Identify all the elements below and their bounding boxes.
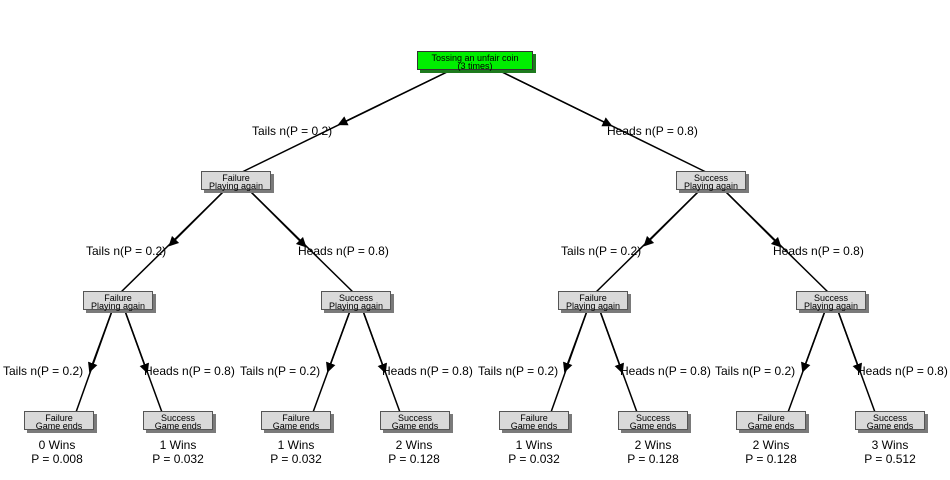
node-l2-success-a[interactable]: Success Playing again — [321, 291, 391, 311]
node-action: Playing again — [208, 181, 264, 191]
leaf-result-4: 2 Wins P = 0.128 — [369, 438, 459, 466]
edge-label-tails: Tails n(P = 0.2) — [715, 364, 796, 378]
node-status: Success — [635, 413, 670, 423]
node-l1-success[interactable]: Success Playing again — [676, 171, 746, 191]
wins-count: 0 Wins — [38, 438, 76, 452]
node-action: Game ends — [272, 421, 320, 431]
node-status: Success — [872, 413, 907, 423]
probability: P = 0.008 — [31, 452, 83, 466]
edge-label-tails: Tails n(P = 0.2) — [478, 364, 559, 378]
node-status: Failure — [579, 293, 607, 303]
probability: P = 0.512 — [864, 452, 916, 466]
node-l2-failure-b[interactable]: Failure Playing again — [558, 291, 628, 311]
probability: P = 0.128 — [388, 452, 440, 466]
edge-l1b-tails — [643, 190, 700, 247]
leaf-node-6[interactable]: Success Game ends — [618, 411, 688, 431]
edge-l2a-heads — [124, 310, 149, 374]
leaf-result-7: 2 Wins P = 0.128 — [726, 438, 816, 466]
edge-l1a-heads — [249, 190, 307, 248]
node-l2-success-b[interactable]: Success Playing again — [796, 291, 866, 311]
node-l2-failure-a[interactable]: Failure Playing again — [83, 291, 153, 311]
edge-label-heads: Heads n(P = 0.8) — [620, 364, 711, 378]
wins-count: 2 Wins — [634, 438, 672, 452]
leaf-node-5[interactable]: Failure Game ends — [499, 411, 569, 431]
node-status: Success — [338, 293, 373, 303]
edge-root-tails-arrow — [337, 71, 448, 126]
wins-count: 3 Wins — [871, 438, 909, 452]
edge-l1b-heads — [724, 190, 782, 248]
node-action: Playing again — [90, 301, 146, 311]
edge-label-heads: Heads n(P = 0.8) — [607, 124, 698, 138]
edge-label-tails: Tails n(P = 0.2) — [240, 364, 321, 378]
leaf-node-7[interactable]: Failure Game ends — [736, 411, 806, 431]
edge-label-heads: Heads n(P = 0.8) — [144, 364, 235, 378]
node-status: Success — [397, 413, 432, 423]
leaf-result-2: 1 Wins P = 0.032 — [133, 438, 223, 466]
node-status: Success — [813, 293, 848, 303]
wins-count: 1 Wins — [159, 438, 197, 452]
edge-l2d-heads — [837, 310, 862, 374]
node-status: Failure — [222, 173, 250, 183]
node-action: Playing again — [683, 181, 739, 191]
root-title: Tossing an unfair coin — [431, 53, 519, 63]
node-action: Game ends — [747, 421, 795, 431]
node-action: Game ends — [391, 421, 439, 431]
wins-count: 1 Wins — [515, 438, 553, 452]
leaf-result-6: 2 Wins P = 0.128 — [608, 438, 698, 466]
node-status: Failure — [104, 293, 132, 303]
edge-label-heads: Heads n(P = 0.8) — [857, 364, 948, 378]
root-node[interactable]: Tossing an unfair coin (3 times) — [417, 51, 533, 71]
leaf-result-8: 3 Wins P = 0.512 — [845, 438, 935, 466]
leaf-node-4[interactable]: Success Game ends — [380, 411, 450, 431]
node-status: Failure — [520, 413, 548, 423]
leaf-node-8[interactable]: Success Game ends — [855, 411, 925, 431]
node-action: Playing again — [328, 301, 384, 311]
edge-label-tails: Tails n(P = 0.2) — [3, 364, 84, 378]
edge-label-tails: Tails n(P = 0.2) — [252, 124, 333, 138]
node-action: Game ends — [866, 421, 914, 431]
node-status: Failure — [45, 413, 73, 423]
edge-l2b-heads — [362, 310, 387, 374]
edge-label-heads: Heads n(P = 0.8) — [773, 244, 864, 258]
node-status: Success — [160, 413, 195, 423]
leaf-result-5: 1 Wins P = 0.032 — [489, 438, 579, 466]
leaf-result-3: 1 Wins P = 0.032 — [251, 438, 341, 466]
edge-l2b-tails — [326, 310, 351, 373]
node-l1-failure[interactable]: Failure Playing again — [201, 171, 271, 191]
leaf-node-3[interactable]: Failure Game ends — [261, 411, 331, 431]
node-action: Game ends — [35, 421, 83, 431]
edge-l2c-tails — [563, 310, 588, 373]
node-action: Playing again — [803, 301, 859, 311]
node-status: Failure — [757, 413, 785, 423]
node-action: Game ends — [510, 421, 558, 431]
edge-l2c-heads — [599, 310, 624, 374]
leaf-node-1[interactable]: Failure Game ends — [24, 411, 94, 431]
probability: P = 0.032 — [508, 452, 560, 466]
node-action: Game ends — [154, 421, 202, 431]
probability: P = 0.128 — [745, 452, 797, 466]
probability: P = 0.032 — [270, 452, 322, 466]
probability: P = 0.128 — [627, 452, 679, 466]
node-action: Playing again — [565, 301, 621, 311]
node-status: Success — [693, 173, 728, 183]
edge-l2a-tails — [88, 310, 113, 373]
edge-l1a-tails — [168, 190, 225, 247]
edge-label-tails: Tails n(P = 0.2) — [561, 244, 642, 258]
wins-count: 2 Wins — [752, 438, 790, 452]
leaf-node-2[interactable]: Success Game ends — [143, 411, 213, 431]
wins-count: 2 Wins — [395, 438, 433, 452]
root-subtitle: (3 times) — [457, 61, 493, 71]
node-status: Failure — [282, 413, 310, 423]
edge-root-heads-arrow — [501, 71, 613, 127]
edge-label-heads: Heads n(P = 0.8) — [382, 364, 473, 378]
probability: P = 0.032 — [152, 452, 204, 466]
leaf-result-1: 0 Wins P = 0.008 — [12, 438, 102, 466]
wins-count: 1 Wins — [277, 438, 315, 452]
edge-label-tails: Tails n(P = 0.2) — [86, 244, 167, 258]
node-action: Game ends — [629, 421, 677, 431]
edge-l2d-tails — [801, 310, 826, 373]
edge-label-heads: Heads n(P = 0.8) — [298, 244, 389, 258]
